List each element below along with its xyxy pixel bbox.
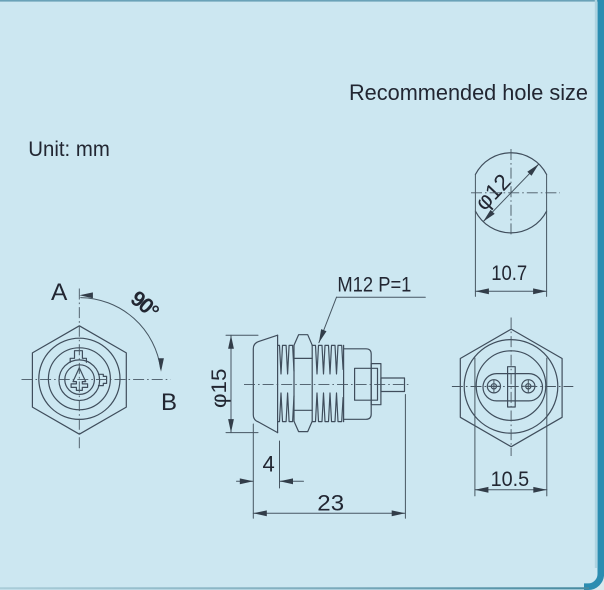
- svg-text:B: B: [161, 389, 177, 416]
- svg-text:Recommended hole size: Recommended hole size: [349, 80, 588, 105]
- svg-text:23: 23: [317, 491, 344, 516]
- svg-text:10.5: 10.5: [491, 467, 530, 491]
- svg-text:Unit: mm: Unit: mm: [28, 138, 110, 161]
- svg-text:4: 4: [263, 451, 275, 476]
- svg-text:A: A: [51, 279, 68, 306]
- svg-text:φ15: φ15: [208, 369, 231, 409]
- svg-text:M12 P=1: M12 P=1: [337, 272, 411, 296]
- svg-text:10.7: 10.7: [491, 261, 527, 285]
